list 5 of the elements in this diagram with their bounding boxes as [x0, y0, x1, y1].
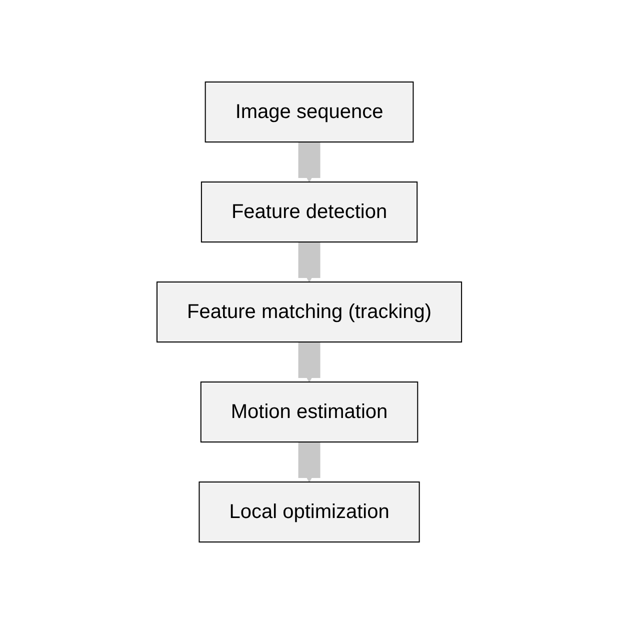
- node-box: Image sequence: [204, 82, 414, 142]
- node-box: Feature detection: [200, 182, 418, 242]
- node-box: Motion estimation: [200, 382, 418, 442]
- node-box: Local optimization: [198, 482, 420, 542]
- node-box: Feature matching (tracking): [156, 282, 462, 342]
